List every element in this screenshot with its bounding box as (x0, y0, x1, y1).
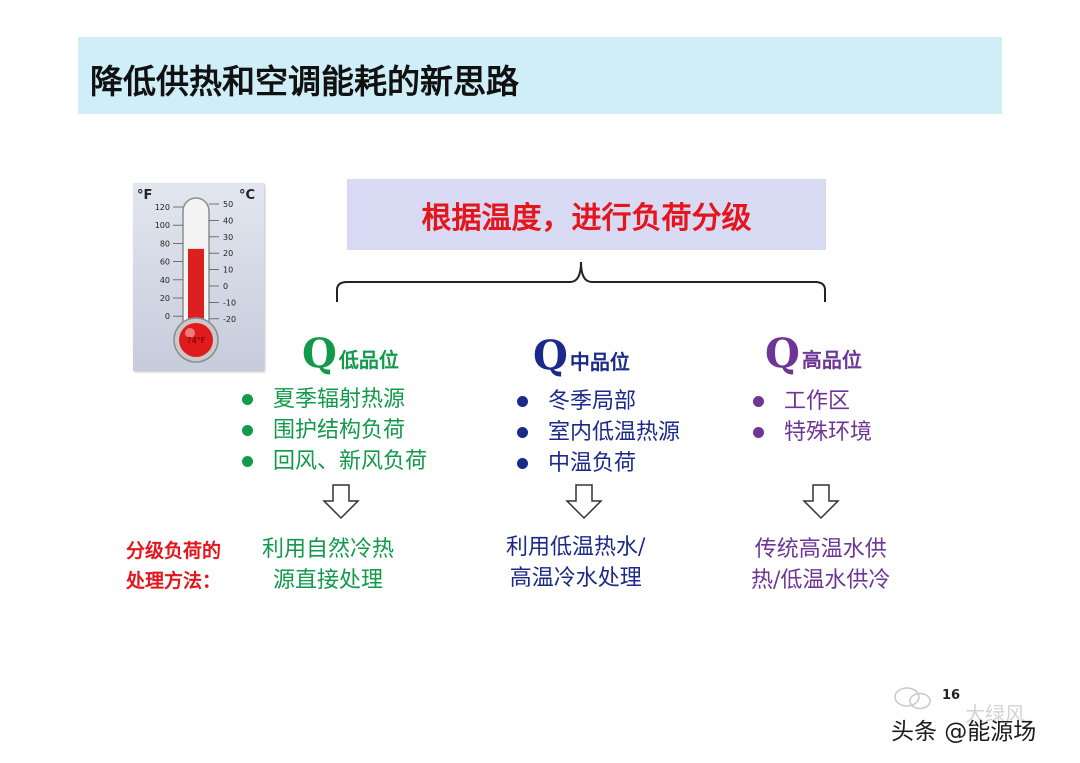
title-bar: 降低供热和空调能耗的新思路 (78, 37, 1002, 114)
high-grade-method: 传统高温水供 热/低温水供冷 (751, 537, 891, 593)
celsius-unit: °C (239, 188, 255, 203)
q-letter: Q (765, 330, 800, 377)
bullet-icon (242, 425, 253, 436)
page-number: 16 (942, 688, 961, 703)
list-item: 冬季局部 (517, 386, 680, 417)
list-item: 工作区 (753, 386, 872, 417)
bullet-icon (517, 458, 528, 469)
fahrenheit-unit: °F (137, 188, 152, 203)
low-grade-list: 夏季辐射热源 围护结构负荷 回风、新风负荷 (242, 384, 427, 477)
bulb-reading: 74°F (187, 336, 206, 345)
celsius-tick-label: -20 (223, 315, 236, 324)
watermark-text: 头条 @能源场 (891, 719, 1037, 745)
bullet-icon (753, 396, 764, 407)
celsius-scale: 50 40 30 20 10 0 -10 -20 (209, 200, 236, 324)
grade-label: 低品位 (338, 348, 399, 372)
bullet-icon (517, 396, 528, 407)
grade-label: 中品位 (569, 350, 630, 374)
celsius-tick-label: 30 (223, 233, 233, 242)
bullet-icon (242, 456, 253, 467)
fahrenheit-tick-label: 120 (155, 203, 170, 212)
celsius-tick-label: -10 (223, 298, 236, 307)
fahrenheit-tick-label: 100 (155, 221, 170, 230)
fahrenheit-tick-label: 20 (160, 294, 170, 303)
low-grade-method: 利用自然冷热 源直接处理 (262, 537, 395, 593)
fahrenheit-tick-label: 80 (160, 239, 170, 248)
list-item: 特殊环境 (753, 417, 872, 448)
list-item: 回风、新风负荷 (242, 446, 427, 477)
celsius-tick-label: 0 (223, 282, 228, 291)
celsius-tick-label: 20 (223, 249, 233, 258)
wechat-logo-icon (894, 687, 931, 710)
mid-grade-method: 利用低温热水/ 高温冷水处理 (506, 535, 646, 591)
q-letter: Q (533, 332, 568, 379)
fahrenheit-tick-label: 60 (160, 258, 170, 267)
down-arrow-icon (322, 484, 360, 520)
list-item: 室内低温热源 (517, 417, 680, 448)
bullet-icon (753, 427, 764, 438)
bullet-icon (517, 427, 528, 438)
list-item: 围护结构负荷 (242, 415, 427, 446)
fahrenheit-scale: 120 100 80 60 40 20 0 (155, 203, 183, 321)
bullet-icon (242, 394, 253, 405)
fahrenheit-tick-label: 0 (165, 312, 170, 321)
celsius-tick-label: 10 (223, 266, 233, 275)
list-item: 夏季辐射热源 (242, 384, 427, 415)
down-arrow-icon (565, 484, 603, 520)
curly-brace (336, 261, 826, 302)
subtitle: 根据温度，进行负荷分级 (421, 200, 752, 236)
mid-grade-list: 冬季局部 室内低温热源 中温负荷 (517, 386, 680, 479)
slide-title: 降低供热和空调能耗的新思路 (90, 62, 519, 101)
watermark-faded-text: 大绿风 (965, 702, 1025, 726)
down-arrow-icon (802, 484, 840, 520)
q-letter: Q (302, 330, 337, 377)
grade-label: 高品位 (801, 348, 862, 372)
celsius-tick-label: 40 (223, 216, 233, 225)
method-label: 分级负荷的 处理方法： (126, 540, 222, 592)
celsius-tick-label: 50 (223, 200, 233, 209)
subtitle-box: 根据温度，进行负荷分级 (347, 179, 826, 250)
fahrenheit-tick-label: 40 (160, 276, 170, 285)
bulb-highlight (185, 328, 195, 338)
list-item: 中温负荷 (517, 448, 680, 479)
high-grade-list: 工作区 特殊环境 (753, 386, 872, 448)
